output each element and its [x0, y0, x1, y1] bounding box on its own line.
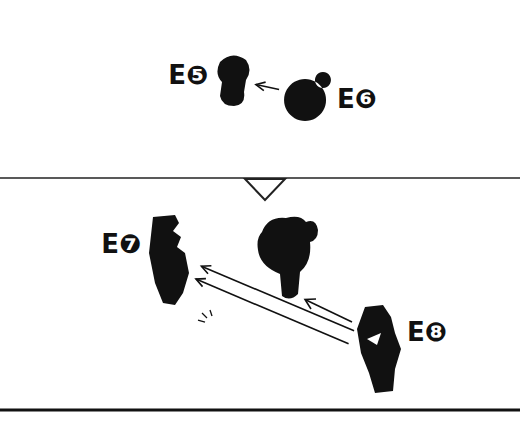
silhouette — [149, 215, 189, 305]
figure-silhouette — [355, 303, 403, 395]
figure-silhouette — [145, 213, 195, 308]
arrow-head — [305, 299, 316, 309]
impact-mark — [210, 310, 212, 316]
silhouette — [284, 72, 331, 121]
down-triangle — [245, 179, 285, 200]
callout-label: E❺ — [168, 62, 208, 88]
pass-arrow — [196, 266, 354, 344]
figure-silhouette — [212, 52, 252, 107]
figure-silhouette — [283, 68, 333, 123]
silhouette — [217, 55, 249, 106]
silhouette — [357, 305, 401, 393]
pass-arrow — [306, 300, 352, 322]
player-figure: E❼ — [145, 213, 195, 308]
impact-mark — [202, 313, 207, 318]
marker-symbol — [367, 333, 381, 345]
player-figure: E❽ — [355, 303, 403, 395]
impact-mark — [198, 320, 205, 322]
bottom-rule — [0, 409, 520, 412]
callout-label: E❼ — [101, 231, 141, 257]
callout-label: E❽ — [407, 319, 447, 345]
arrow-head — [196, 279, 206, 287]
player-figure: E❻ — [283, 68, 333, 123]
callout-label: E❻ — [337, 86, 377, 112]
arrow-head — [201, 266, 211, 274]
player-figure: E❺ — [212, 52, 252, 107]
pass-arrow — [256, 82, 279, 91]
pass-line — [201, 266, 354, 331]
pass-line — [196, 279, 349, 344]
arrow-head — [256, 82, 266, 91]
player-figure — [258, 217, 319, 299]
